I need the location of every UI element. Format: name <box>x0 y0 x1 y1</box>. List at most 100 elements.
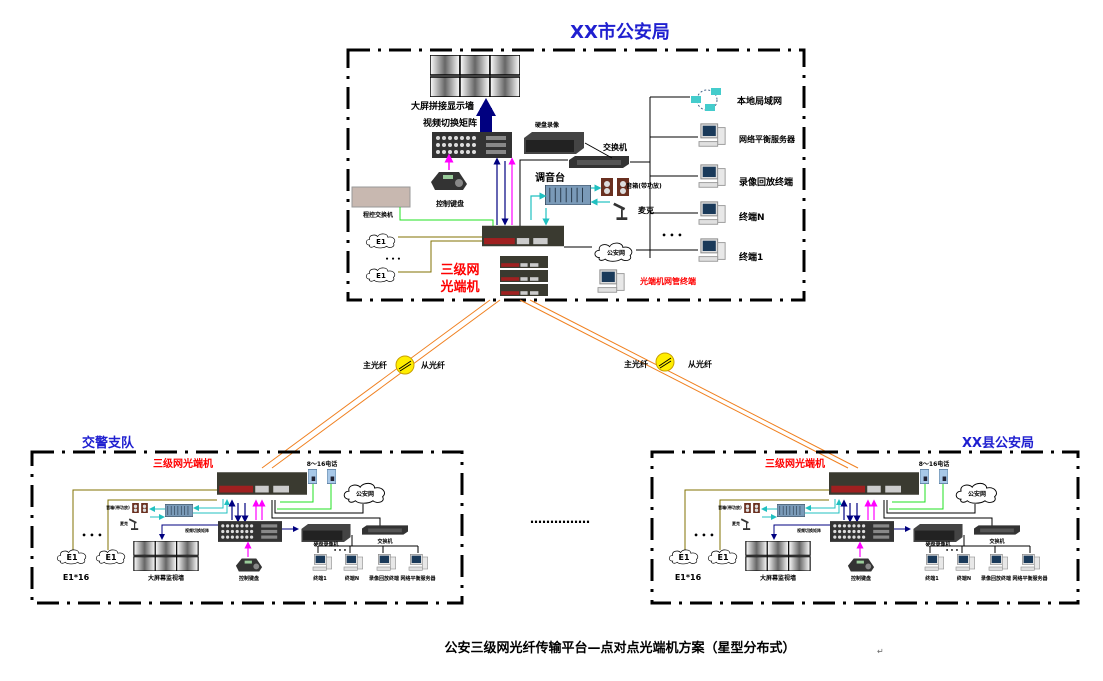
dvr-link <box>584 142 613 159</box>
fiber-coupler-icon <box>655 352 675 372</box>
branch-site: 三级网光端机 8～16电话 公安网 音箱(带功放) 麦克 <box>668 457 1048 582</box>
diagram-caption: 公安三级网光纤传输平台—点对点光端机方案（星型分布式） <box>444 640 795 656</box>
playback-terminal-label: 录像回放终端 <box>739 176 793 188</box>
control-keyboard-label: 控制键盘 <box>239 575 259 582</box>
backup-fiber-label: 从光纤 <box>688 359 712 369</box>
pbx-label: 程控交换机 <box>362 211 393 219</box>
load-balancer-icon <box>698 123 726 147</box>
branch-title: XX县公安局 <box>962 435 1034 451</box>
speaker-icon <box>141 503 148 513</box>
terminal-n-icon <box>698 201 726 225</box>
hq-title: XX市公安局 <box>570 21 670 43</box>
mic-label: 麦克 <box>638 205 654 215</box>
phone-links <box>889 484 944 510</box>
branch-boundary <box>30 450 464 605</box>
speakers-label: 音箱(带功放) <box>106 504 130 510</box>
hq-boundary <box>346 48 806 302</box>
lan-bus <box>630 96 698 258</box>
ellipsis: • • • <box>385 256 401 263</box>
optical-terminal-label: 三级网光端机 <box>765 457 825 470</box>
playback-terminal-icon <box>376 553 397 571</box>
e1-label: E1 <box>66 553 77 562</box>
mic-icon <box>128 518 140 530</box>
wall-link <box>159 524 218 540</box>
phone-icon <box>308 469 317 484</box>
public-network-label: 公安网 <box>607 249 625 257</box>
phone-links <box>277 484 332 510</box>
lan-label: 本地局域网 <box>737 95 782 107</box>
terminal-1-label: 终端1 <box>738 251 763 263</box>
terminal-1-label: 终端1 <box>924 575 939 582</box>
load-balancer-icon <box>1020 553 1041 571</box>
optical-terminal-label: 三级网光端机 <box>153 457 213 470</box>
e1-label: E1 <box>376 238 386 246</box>
ellipsis: • • • <box>333 548 346 554</box>
mgmt-terminal-icon <box>597 269 625 293</box>
e1-count-label: E1*16 <box>675 573 702 582</box>
switch-label: 交换机 <box>989 538 1004 545</box>
audio-links <box>530 184 610 226</box>
switch-label: 交换机 <box>377 538 392 545</box>
hq-optical-terminal <box>482 225 564 296</box>
switch-icon <box>362 525 408 535</box>
video-output-arrow <box>476 98 496 132</box>
public-network-link <box>886 500 976 514</box>
terminal-1-icon <box>698 238 726 262</box>
video-matrix-label: 视频切换矩阵 <box>423 117 477 129</box>
mgmt-terminal-label: 光端机网管终端 <box>639 276 696 286</box>
video-matrix-label: 视频切换矩阵 <box>185 527 209 533</box>
dvr-label: 硬盘录像机 <box>925 541 950 548</box>
branch-title: 交警支队 <box>82 435 135 451</box>
control-keyboard-icon <box>847 558 875 572</box>
headquarters: XX市公安局 大屏拼接显示墙 视频切换矩阵 硬盘录像 交换机 控制键盘 程控交换… <box>346 21 806 302</box>
phone-icon <box>327 469 336 484</box>
terminal-n-label: 终端N <box>738 211 765 223</box>
mic-icon <box>740 518 752 530</box>
terminal-bus <box>317 535 419 553</box>
playback-terminal-label: 录像回放终端 <box>369 575 399 582</box>
matrix-terminal-links <box>228 499 266 523</box>
playback-terminal-icon <box>698 164 726 188</box>
mixer-icon <box>165 503 193 518</box>
terminal-n-label: 终端N <box>956 575 971 582</box>
display-wall-label: 大屏幕监视墙 <box>148 574 184 582</box>
speaker-icon <box>753 503 760 513</box>
switch-link <box>883 500 993 526</box>
switch-link <box>519 159 568 226</box>
switch-link <box>271 500 381 526</box>
fiber-coupler-icon <box>395 355 415 375</box>
public-network-label: 公安网 <box>968 490 986 498</box>
pbx-link <box>399 207 494 226</box>
optical-terminal-label: 三级网 <box>440 262 479 278</box>
terminal-1-icon <box>924 553 945 571</box>
video-matrix-label: 视频切换矩阵 <box>797 527 821 533</box>
video-matrix-icon <box>432 132 512 158</box>
display-wall-icon <box>430 55 520 97</box>
control-keyboard-icon <box>235 558 263 572</box>
audio-links <box>761 499 842 520</box>
ellipsis: • • • <box>694 531 715 540</box>
load-balancer-label: 网络平衡服务器 <box>739 134 796 144</box>
e1-links <box>72 489 217 550</box>
display-wall-icon <box>133 541 199 571</box>
load-balancer-label: 网络平衡服务器 <box>1012 575 1048 582</box>
speakers-label: 音箱(带功放) <box>718 504 742 510</box>
wall-link <box>771 524 830 540</box>
speaker-icon <box>744 503 751 513</box>
display-wall-label: 大屏拼接显示墙 <box>411 100 474 112</box>
phone-icon <box>920 469 929 484</box>
public-network-link <box>274 500 364 514</box>
control-keyboard-label: 控制键盘 <box>851 575 871 582</box>
video-matrix-icon <box>218 521 282 542</box>
playback-terminal-label: 录像回放终端 <box>981 575 1011 582</box>
matrix-terminal-links <box>840 499 878 523</box>
e1-label: E1 <box>376 272 386 280</box>
terminal-n-icon <box>955 553 976 571</box>
speaker-icon <box>601 178 613 196</box>
branch-boundary <box>650 450 1080 605</box>
optical-terminal-icon <box>829 472 919 495</box>
dvr-label: 硬盘录像机 <box>313 541 338 548</box>
phones-label: 8～16电话 <box>307 460 338 468</box>
e1-count-label: E1*16 <box>63 573 90 582</box>
